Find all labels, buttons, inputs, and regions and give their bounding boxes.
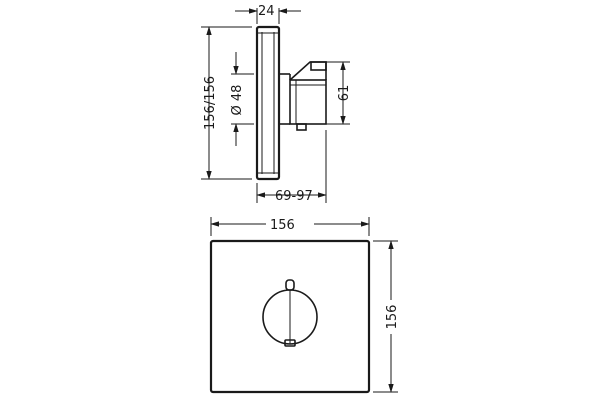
front-width-label: 156 (270, 218, 295, 233)
diameter-label: Ø 48 (230, 85, 245, 116)
knob-height-dimension: 61 (326, 61, 352, 125)
front-width-dimension: 156 (210, 217, 370, 236)
projection-label: 69-97 (275, 189, 313, 204)
depth-label: 24 (258, 4, 275, 19)
height-dimension: 156/156 (201, 26, 252, 180)
side-view: 24 156/156 Ø 48 61 (201, 4, 352, 204)
projection-dimension: 69-97 (256, 130, 327, 204)
knob-profile (279, 61, 327, 131)
knob-height-label: 61 (337, 85, 352, 102)
front-height-dimension: 156 (373, 240, 400, 393)
cover-plate-profile (255, 25, 281, 181)
cover-plate-front (209, 239, 371, 394)
thermostat-knob-front (262, 279, 318, 347)
depth-dimension: 24 (235, 4, 301, 24)
front-height-label: 156 (385, 305, 400, 330)
height-label: 156/156 (203, 76, 218, 130)
front-view: 156 156 (209, 217, 400, 394)
diameter-dimension: Ø 48 (230, 52, 254, 146)
